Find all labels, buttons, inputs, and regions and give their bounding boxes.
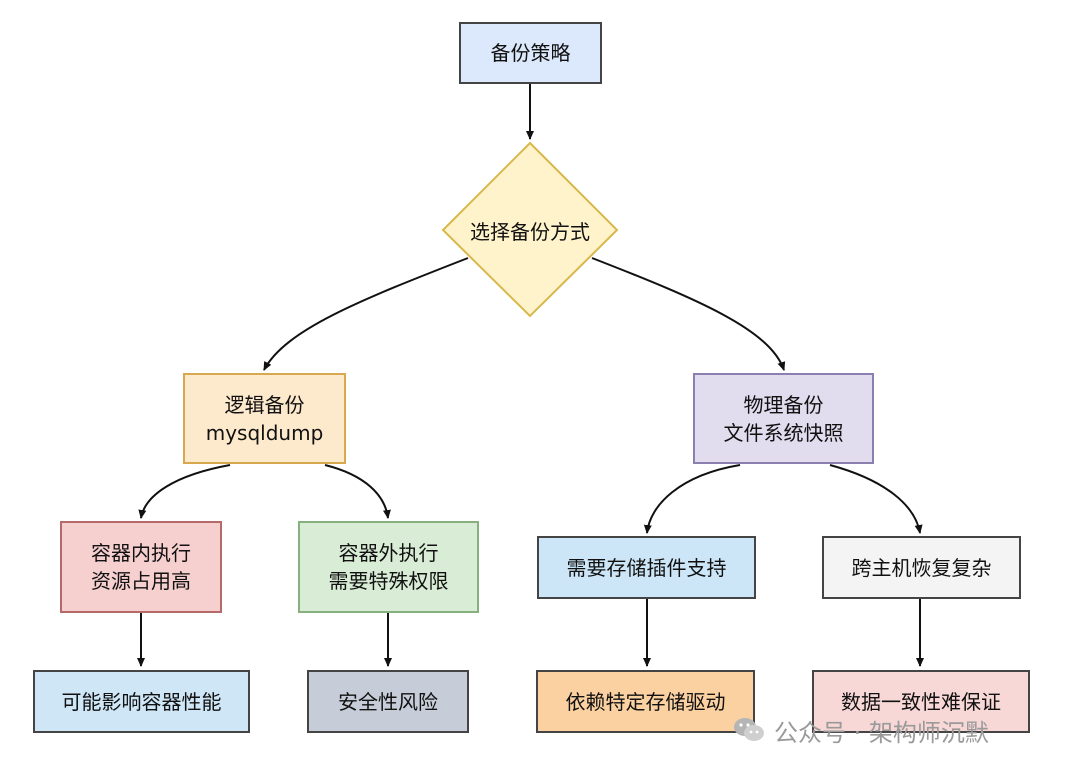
- edge-physical-plugin: [643, 464, 741, 534]
- node-driver-dependency: 依赖特定存储驱动: [536, 670, 755, 733]
- node-logical-backup-line2: mysqldump: [205, 420, 324, 445]
- node-storage-plugin: 需要存储插件支持: [537, 536, 756, 599]
- node-backup-strategy: 备份策略: [459, 22, 602, 84]
- node-consistency-label: 数据一致性难保证: [841, 689, 1001, 714]
- node-physical-backup-line1: 物理备份: [743, 392, 824, 417]
- node-physical-backup-line2: 文件系统快照: [723, 420, 844, 445]
- watermark-text: 公众号 · 架构师沉默: [774, 718, 989, 747]
- node-inside-container-line1: 容器内执行: [91, 541, 191, 565]
- node-perf-impact: 可能影响容器性能: [33, 670, 250, 733]
- node-inside-container-line2: 资源占用高: [91, 569, 191, 593]
- node-cross-host-label: 跨主机恢复复杂: [851, 555, 992, 580]
- node-cross-host: 跨主机恢复复杂: [822, 536, 1021, 599]
- node-outside-container-line2: 需要特殊权限: [328, 569, 449, 593]
- edge-logical-outside: [324, 464, 391, 519]
- node-storage-plugin-label: 需要存储插件支持: [566, 555, 727, 580]
- node-logical-backup-line1: 逻辑备份: [224, 392, 305, 417]
- edge-decision-logical: [263, 257, 469, 371]
- node-security-risk: 安全性风险: [307, 670, 469, 733]
- node-outside-container-line1: 容器外执行: [338, 541, 439, 565]
- edge-logical-inside: [138, 464, 231, 519]
- node-inside-container: 容器内执行 资源占用高: [60, 521, 222, 613]
- edge-decision-physical: [591, 257, 786, 371]
- node-logical-backup: 逻辑备份 mysqldump: [183, 373, 346, 464]
- node-physical-backup: 物理备份 文件系统快照: [693, 373, 874, 464]
- node-consistency: 数据一致性难保证: [812, 670, 1030, 733]
- node-outside-container: 容器外执行 需要特殊权限: [298, 521, 479, 613]
- node-decision-label: 选择备份方式: [470, 219, 590, 244]
- node-backup-strategy-label: 备份策略: [490, 41, 571, 65]
- node-driver-dependency-label: 依赖特定存储驱动: [565, 689, 726, 714]
- node-perf-impact-label: 可能影响容器性能: [61, 689, 222, 714]
- decision-diamond: [441, 141, 619, 318]
- watermark: 公众号 · 架构师沉默: [732, 710, 989, 750]
- edge-physical-cross: [829, 464, 923, 534]
- wechat-icon: [734, 718, 764, 741]
- node-security-risk-label: 安全性风险: [338, 689, 438, 714]
